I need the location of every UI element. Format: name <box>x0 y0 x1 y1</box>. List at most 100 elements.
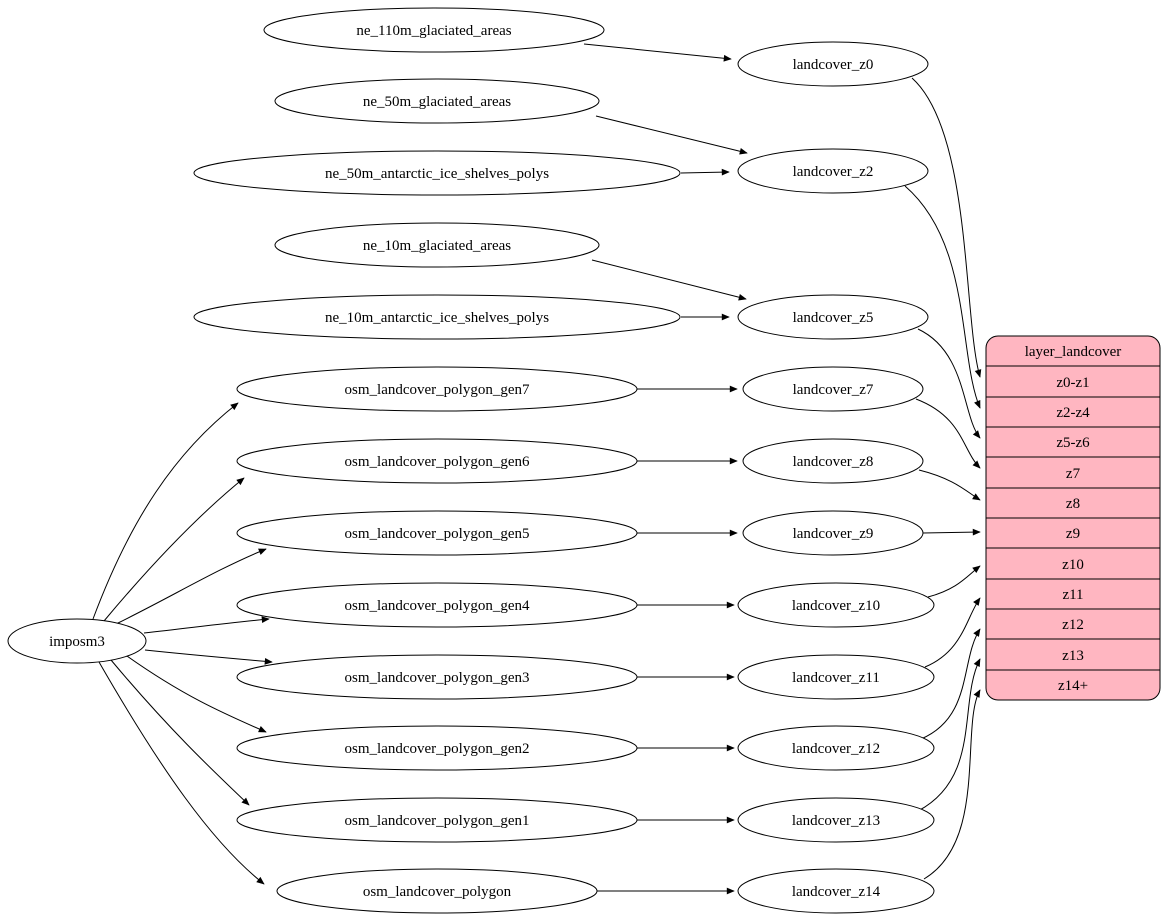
edge-imposm3-to-osm-landcover-polygon-gen4 <box>143 616 270 634</box>
node-osm-landcover-polygon-gen5-label: osm_landcover_polygon_gen5 <box>345 526 530 542</box>
edge-ne-50m-glaciated-areas-to-landcover-z2 <box>595 115 748 155</box>
edge-ne-110m-glaciated-areas-to-landcover-z0 <box>583 43 732 62</box>
node-landcover-z14: landcover_z14 <box>737 868 935 914</box>
node-osm-landcover-polygon-gen2-shape <box>236 725 638 771</box>
node-ne-10m-glaciated-areas-label: ne_10m_glaciated_areas <box>363 238 511 254</box>
node-landcover-z8-label: landcover_z8 <box>793 454 874 470</box>
record-row-z5-z6: z5-z6 <box>1056 435 1090 451</box>
record-row-z8: z8 <box>1066 496 1080 512</box>
node-landcover-z13-shape <box>737 797 935 843</box>
edge-landcover-z14-to-row-z14plus <box>923 689 981 880</box>
edge-landcover-z12-to-row-z12 <box>920 628 981 740</box>
node-ne-10m-antarctic-ice-shelves-polys-label: ne_10m_antarctic_ice_shelves_polys <box>325 310 549 326</box>
node-osm-landcover-polygon-gen3-shape <box>236 654 638 700</box>
record-row-z0-z1: z0-z1 <box>1056 375 1089 391</box>
node-ne-10m-glaciated-areas: ne_10m_glaciated_areas <box>274 222 600 268</box>
node-imposm3-label: imposm3 <box>49 634 105 650</box>
node-landcover-z14-label: landcover_z14 <box>792 884 881 900</box>
record-header-label: layer_landcover <box>1025 344 1122 360</box>
record-row-z10: z10 <box>1062 557 1084 573</box>
edge-landcover-z8-to-row-z8 <box>918 469 981 501</box>
node-landcover-z14-shape <box>737 868 935 914</box>
edge-landcover-z9-to-row-z9 <box>922 528 981 536</box>
node-landcover-z12: landcover_z12 <box>737 725 935 771</box>
node-landcover-z13-label: landcover_z13 <box>792 813 880 829</box>
node-landcover-z9-label: landcover_z9 <box>793 526 874 542</box>
record-row-z12: z12 <box>1062 617 1084 633</box>
edge-imposm3-to-osm-landcover-polygon-gen2 <box>126 655 267 733</box>
node-landcover-z9-shape <box>742 510 924 556</box>
node-osm-landcover-polygon-gen3: osm_landcover_polygon_gen3 <box>236 654 638 700</box>
record-row-z9: z9 <box>1066 526 1080 542</box>
node-osm-landcover-polygon-gen7: osm_landcover_polygon_gen7 <box>236 366 638 412</box>
node-ne-50m-antarctic-ice-shelves-polys-label: ne_50m_antarctic_ice_shelves_polys <box>325 166 549 182</box>
edge-imposm3-to-osm-landcover-polygon-gen5 <box>115 548 267 625</box>
edge-imposm3-to-osm-landcover-polygon-gen1 <box>110 659 250 806</box>
node-ne-50m-antarctic-ice-shelves-polys: ne_50m_antarctic_ice_shelves_polys <box>193 150 681 196</box>
node-landcover-z10-shape <box>737 582 935 628</box>
record-row-z13: z13 <box>1062 648 1084 664</box>
node-landcover-z2-label: landcover_z2 <box>793 164 874 180</box>
node-landcover-z9: landcover_z9 <box>742 510 924 556</box>
edge-imposm3-to-osm-landcover-polygon-gen6 <box>103 477 245 622</box>
node-osm-landcover-polygon-gen3-label: osm_landcover_polygon_gen3 <box>345 670 530 686</box>
node-imposm3: imposm3 <box>7 618 147 664</box>
edge-imposm3-to-osm-landcover-polygon <box>98 661 265 885</box>
node-osm-landcover-polygon: osm_landcover_polygon <box>276 868 598 914</box>
node-landcover-z8-shape <box>742 438 924 484</box>
node-osm-landcover-polygon-gen1: osm_landcover_polygon_gen1 <box>236 797 638 843</box>
node-osm-landcover-polygon-shape <box>276 868 598 914</box>
node-imposm3-shape <box>7 618 147 664</box>
node-landcover-z8: landcover_z8 <box>742 438 924 484</box>
node-ne-50m-glaciated-areas: ne_50m_glaciated_areas <box>274 78 600 124</box>
record-row-z14plus: z14+ <box>1058 678 1088 694</box>
node-osm-landcover-polygon-gen5: osm_landcover_polygon_gen5 <box>236 510 638 556</box>
node-landcover-z11-shape <box>737 654 935 700</box>
node-osm-landcover-polygon-gen7-shape <box>236 366 638 412</box>
edge-landcover-z0-to-row-z0-z1 <box>911 77 982 378</box>
node-osm-landcover-polygon-gen2: osm_landcover_polygon_gen2 <box>236 725 638 771</box>
node-ne-110m-glaciated-areas-shape <box>263 7 605 53</box>
edge-landcover-z11-to-row-z11 <box>924 597 981 668</box>
node-osm-landcover-polygon-gen6: osm_landcover_polygon_gen6 <box>236 438 638 484</box>
node-ne-50m-glaciated-areas-label: ne_50m_glaciated_areas <box>363 94 511 110</box>
node-landcover-z10: landcover_z10 <box>737 582 935 628</box>
node-ne-50m-antarctic-ice-shelves-polys-shape <box>193 150 681 196</box>
node-landcover-z0-shape <box>737 41 929 87</box>
edge-landcover-z2-to-row-z2-z4 <box>904 185 981 409</box>
node-landcover-z13: landcover_z13 <box>737 797 935 843</box>
node-osm-landcover-polygon-gen4-label: osm_landcover_polygon_gen4 <box>345 598 530 614</box>
node-landcover-z5-label: landcover_z5 <box>793 310 874 326</box>
node-osm-landcover-polygon-gen2-label: osm_landcover_polygon_gen2 <box>345 741 530 757</box>
node-osm-landcover-polygon-gen7-label: osm_landcover_polygon_gen7 <box>345 382 530 398</box>
record-node-layer-landcover: layer_landcover z0-z1 z2-z4 z5-z6 z7 z8 … <box>985 335 1161 701</box>
edge-imposm3-to-osm-landcover-polygon-gen3 <box>144 649 273 665</box>
node-osm-landcover-polygon-gen6-shape <box>236 438 638 484</box>
node-ne-10m-glaciated-areas-shape <box>274 222 600 268</box>
node-osm-landcover-polygon-gen4-shape <box>236 582 638 628</box>
node-ne-110m-glaciated-areas: ne_110m_glaciated_areas <box>263 7 605 53</box>
node-landcover-z12-shape <box>737 725 935 771</box>
node-osm-landcover-polygon-gen4: osm_landcover_polygon_gen4 <box>236 582 638 628</box>
node-osm-landcover-polygon-gen6-label: osm_landcover_polygon_gen6 <box>345 454 530 470</box>
node-landcover-z12-label: landcover_z12 <box>792 741 880 757</box>
node-landcover-z5-shape <box>737 294 929 340</box>
node-landcover-z11-label: landcover_z11 <box>792 670 880 686</box>
node-osm-landcover-polygon-gen5-shape <box>236 510 638 556</box>
node-osm-landcover-polygon-gen1-shape <box>236 797 638 843</box>
edge-landcover-z7-to-row-z7 <box>915 398 981 469</box>
node-layer: imposm3 ne_110m_glaciated_areas ne_50m_g… <box>7 7 935 914</box>
node-landcover-z10-label: landcover_z10 <box>792 598 880 614</box>
node-ne-10m-antarctic-ice-shelves-polys-shape <box>193 294 681 340</box>
node-ne-10m-antarctic-ice-shelves-polys: ne_10m_antarctic_ice_shelves_polys <box>193 294 681 340</box>
node-ne-50m-glaciated-areas-shape <box>274 78 600 124</box>
node-landcover-z11: landcover_z11 <box>737 654 935 700</box>
node-landcover-z0: landcover_z0 <box>737 41 929 87</box>
edge-landcover-z10-to-row-z10 <box>927 565 981 598</box>
edge-landcover-z5-to-row-z5-z6 <box>917 328 981 439</box>
record-row-z2-z4: z2-z4 <box>1056 405 1090 421</box>
edge-layer <box>92 43 982 895</box>
node-landcover-z0-label: landcover_z0 <box>793 57 874 73</box>
node-landcover-z2: landcover_z2 <box>737 148 929 194</box>
